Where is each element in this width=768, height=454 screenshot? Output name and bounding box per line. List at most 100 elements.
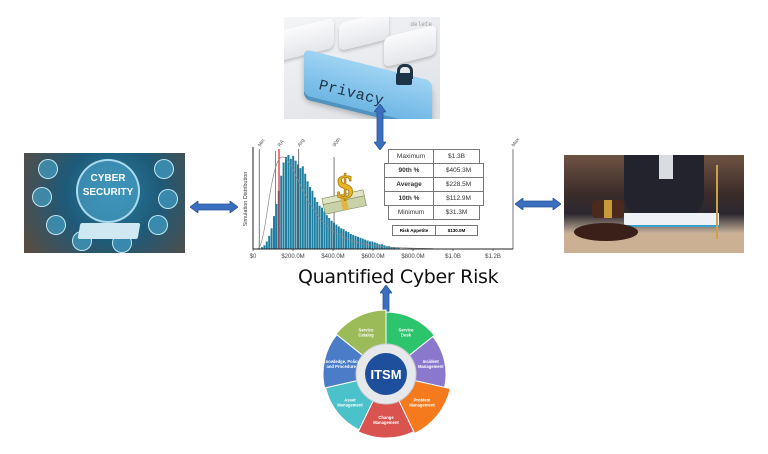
double-arrow-top bbox=[374, 104, 386, 150]
risk-appetite-row: Risk Appetite $130.0M bbox=[392, 225, 478, 236]
x-tick-label: $200.0M bbox=[281, 254, 304, 260]
histogram-bar bbox=[318, 205, 321, 249]
histogram-bar bbox=[297, 164, 299, 249]
stats-label: Minimum bbox=[389, 206, 434, 219]
itsm-wheel: ITSM ServiceCatalogServiceDeskIncidentMa… bbox=[322, 309, 451, 438]
itsm-segment-label: Asset bbox=[344, 398, 356, 403]
itsm-segment-label: Problem bbox=[414, 398, 431, 403]
padlock-icon bbox=[397, 64, 413, 79]
histogram-bar bbox=[316, 202, 319, 249]
histogram-bar bbox=[282, 162, 285, 249]
histogram-bar bbox=[354, 235, 357, 249]
document-paper bbox=[624, 213, 719, 227]
marker-label-ra: RA bbox=[277, 138, 286, 148]
histogram-bar bbox=[280, 175, 283, 249]
histogram-bar bbox=[383, 245, 386, 249]
itsm-segment-label: Catalog bbox=[358, 333, 374, 338]
x-tick-label: $400.0M bbox=[321, 254, 344, 260]
itsm-segment bbox=[357, 372, 415, 438]
tablet-device bbox=[77, 223, 141, 239]
double-arrow-right bbox=[515, 198, 561, 210]
cyber-label: CYBER bbox=[90, 173, 126, 184]
x-tick-label: $0 bbox=[250, 254, 257, 260]
risk-appetite-label: Risk Appetite bbox=[393, 226, 436, 235]
stats-row-10th: 10th % $112.9M bbox=[384, 191, 484, 206]
marker-label-90th: 90th bbox=[332, 137, 343, 148]
gavel-block bbox=[574, 223, 638, 241]
keyboard-key bbox=[339, 17, 389, 52]
stats-value: $228.5M bbox=[445, 181, 472, 188]
histogram-bar bbox=[299, 168, 302, 249]
itsm-center bbox=[365, 353, 407, 395]
keyboard-key bbox=[384, 24, 436, 68]
itsm-segment-label: Service bbox=[399, 328, 415, 333]
histogram-bar bbox=[393, 247, 395, 249]
x-tick-label: $1.2B bbox=[485, 254, 501, 260]
histogram-bar bbox=[323, 211, 326, 249]
itsm-segment-label: Management bbox=[418, 364, 444, 369]
legal-gavel-image bbox=[564, 155, 744, 253]
stats-value: $31.3M bbox=[445, 209, 468, 216]
stats-label: 90th % bbox=[385, 164, 434, 177]
stats-value: $112.9M bbox=[446, 195, 471, 202]
histogram-bar bbox=[294, 160, 297, 249]
itsm-segment-label: Knowledge, Policy bbox=[323, 359, 361, 364]
itsm-segment-label: Service bbox=[359, 328, 375, 333]
padlock-icon bbox=[148, 215, 168, 235]
histogram-bar bbox=[261, 247, 263, 249]
histogram-bar bbox=[345, 231, 347, 249]
histogram-bar bbox=[273, 216, 275, 249]
stats-row-90th: 90th % $405.3M bbox=[384, 163, 484, 178]
lawyer-shirt bbox=[659, 155, 673, 179]
itsm-center-label: ITSM bbox=[370, 367, 401, 382]
itsm-segment-label: Desk bbox=[401, 333, 412, 338]
delete-key-label: delete bbox=[410, 21, 432, 28]
histogram-bar bbox=[347, 232, 350, 249]
histogram-bar bbox=[304, 173, 307, 249]
histogram-bar bbox=[328, 217, 331, 249]
histogram-bar bbox=[313, 197, 316, 249]
svg-text:$: $ bbox=[337, 169, 354, 206]
histogram-bar bbox=[330, 220, 333, 249]
stats-label: 10th % bbox=[385, 192, 434, 205]
security-label: SECURITY bbox=[82, 187, 134, 198]
risk-appetite-value: $130.0M bbox=[447, 228, 466, 233]
histogram-bar bbox=[265, 241, 268, 249]
histogram-bar bbox=[335, 224, 338, 249]
histogram-bar bbox=[275, 203, 278, 249]
histogram-bar bbox=[378, 244, 381, 249]
histogram-bar bbox=[311, 190, 314, 249]
gear-icon bbox=[158, 189, 178, 209]
y-axis-label: Simulation Distribution bbox=[243, 172, 249, 227]
histogram-bar bbox=[268, 235, 271, 249]
privacy-keyboard-image: delete Privacy bbox=[284, 17, 440, 119]
shield-icon bbox=[38, 159, 58, 179]
histogram-bar bbox=[309, 186, 311, 249]
users-icon bbox=[154, 159, 174, 179]
cloud-icon bbox=[32, 187, 52, 207]
stats-row-maximum: Maximum $1.3B bbox=[388, 149, 480, 164]
itsm-segment-label: Incident bbox=[423, 359, 440, 364]
histogram-bar bbox=[385, 246, 388, 249]
risk-statistics-table: Maximum $1.3B 90th % $405.3M Average $22… bbox=[384, 149, 484, 220]
stats-label: Maximum bbox=[389, 150, 434, 163]
double-arrow-left bbox=[190, 201, 238, 213]
histogram-bar bbox=[287, 155, 290, 249]
scales-of-justice-icon bbox=[716, 165, 742, 239]
x-tick-label: $800.0M bbox=[401, 254, 424, 260]
histogram-bar bbox=[352, 234, 355, 249]
histogram-bar bbox=[342, 229, 345, 249]
histogram-bar bbox=[321, 207, 323, 249]
cyber-security-circle bbox=[76, 159, 140, 223]
cyber-security-image: CYBER SECURITY bbox=[24, 153, 185, 253]
itsm-segment-label: Change bbox=[378, 415, 394, 420]
gavel-band bbox=[604, 200, 612, 218]
marker-label-avg: Avg bbox=[296, 138, 306, 149]
histogram-bar bbox=[325, 215, 328, 249]
histogram-bar bbox=[301, 166, 304, 249]
marker-label-min: Min bbox=[257, 138, 267, 148]
itsm-segment-label: Management bbox=[373, 420, 399, 425]
padlock-body bbox=[396, 73, 412, 85]
fit-curve bbox=[254, 156, 433, 250]
histogram-bar bbox=[270, 228, 273, 249]
